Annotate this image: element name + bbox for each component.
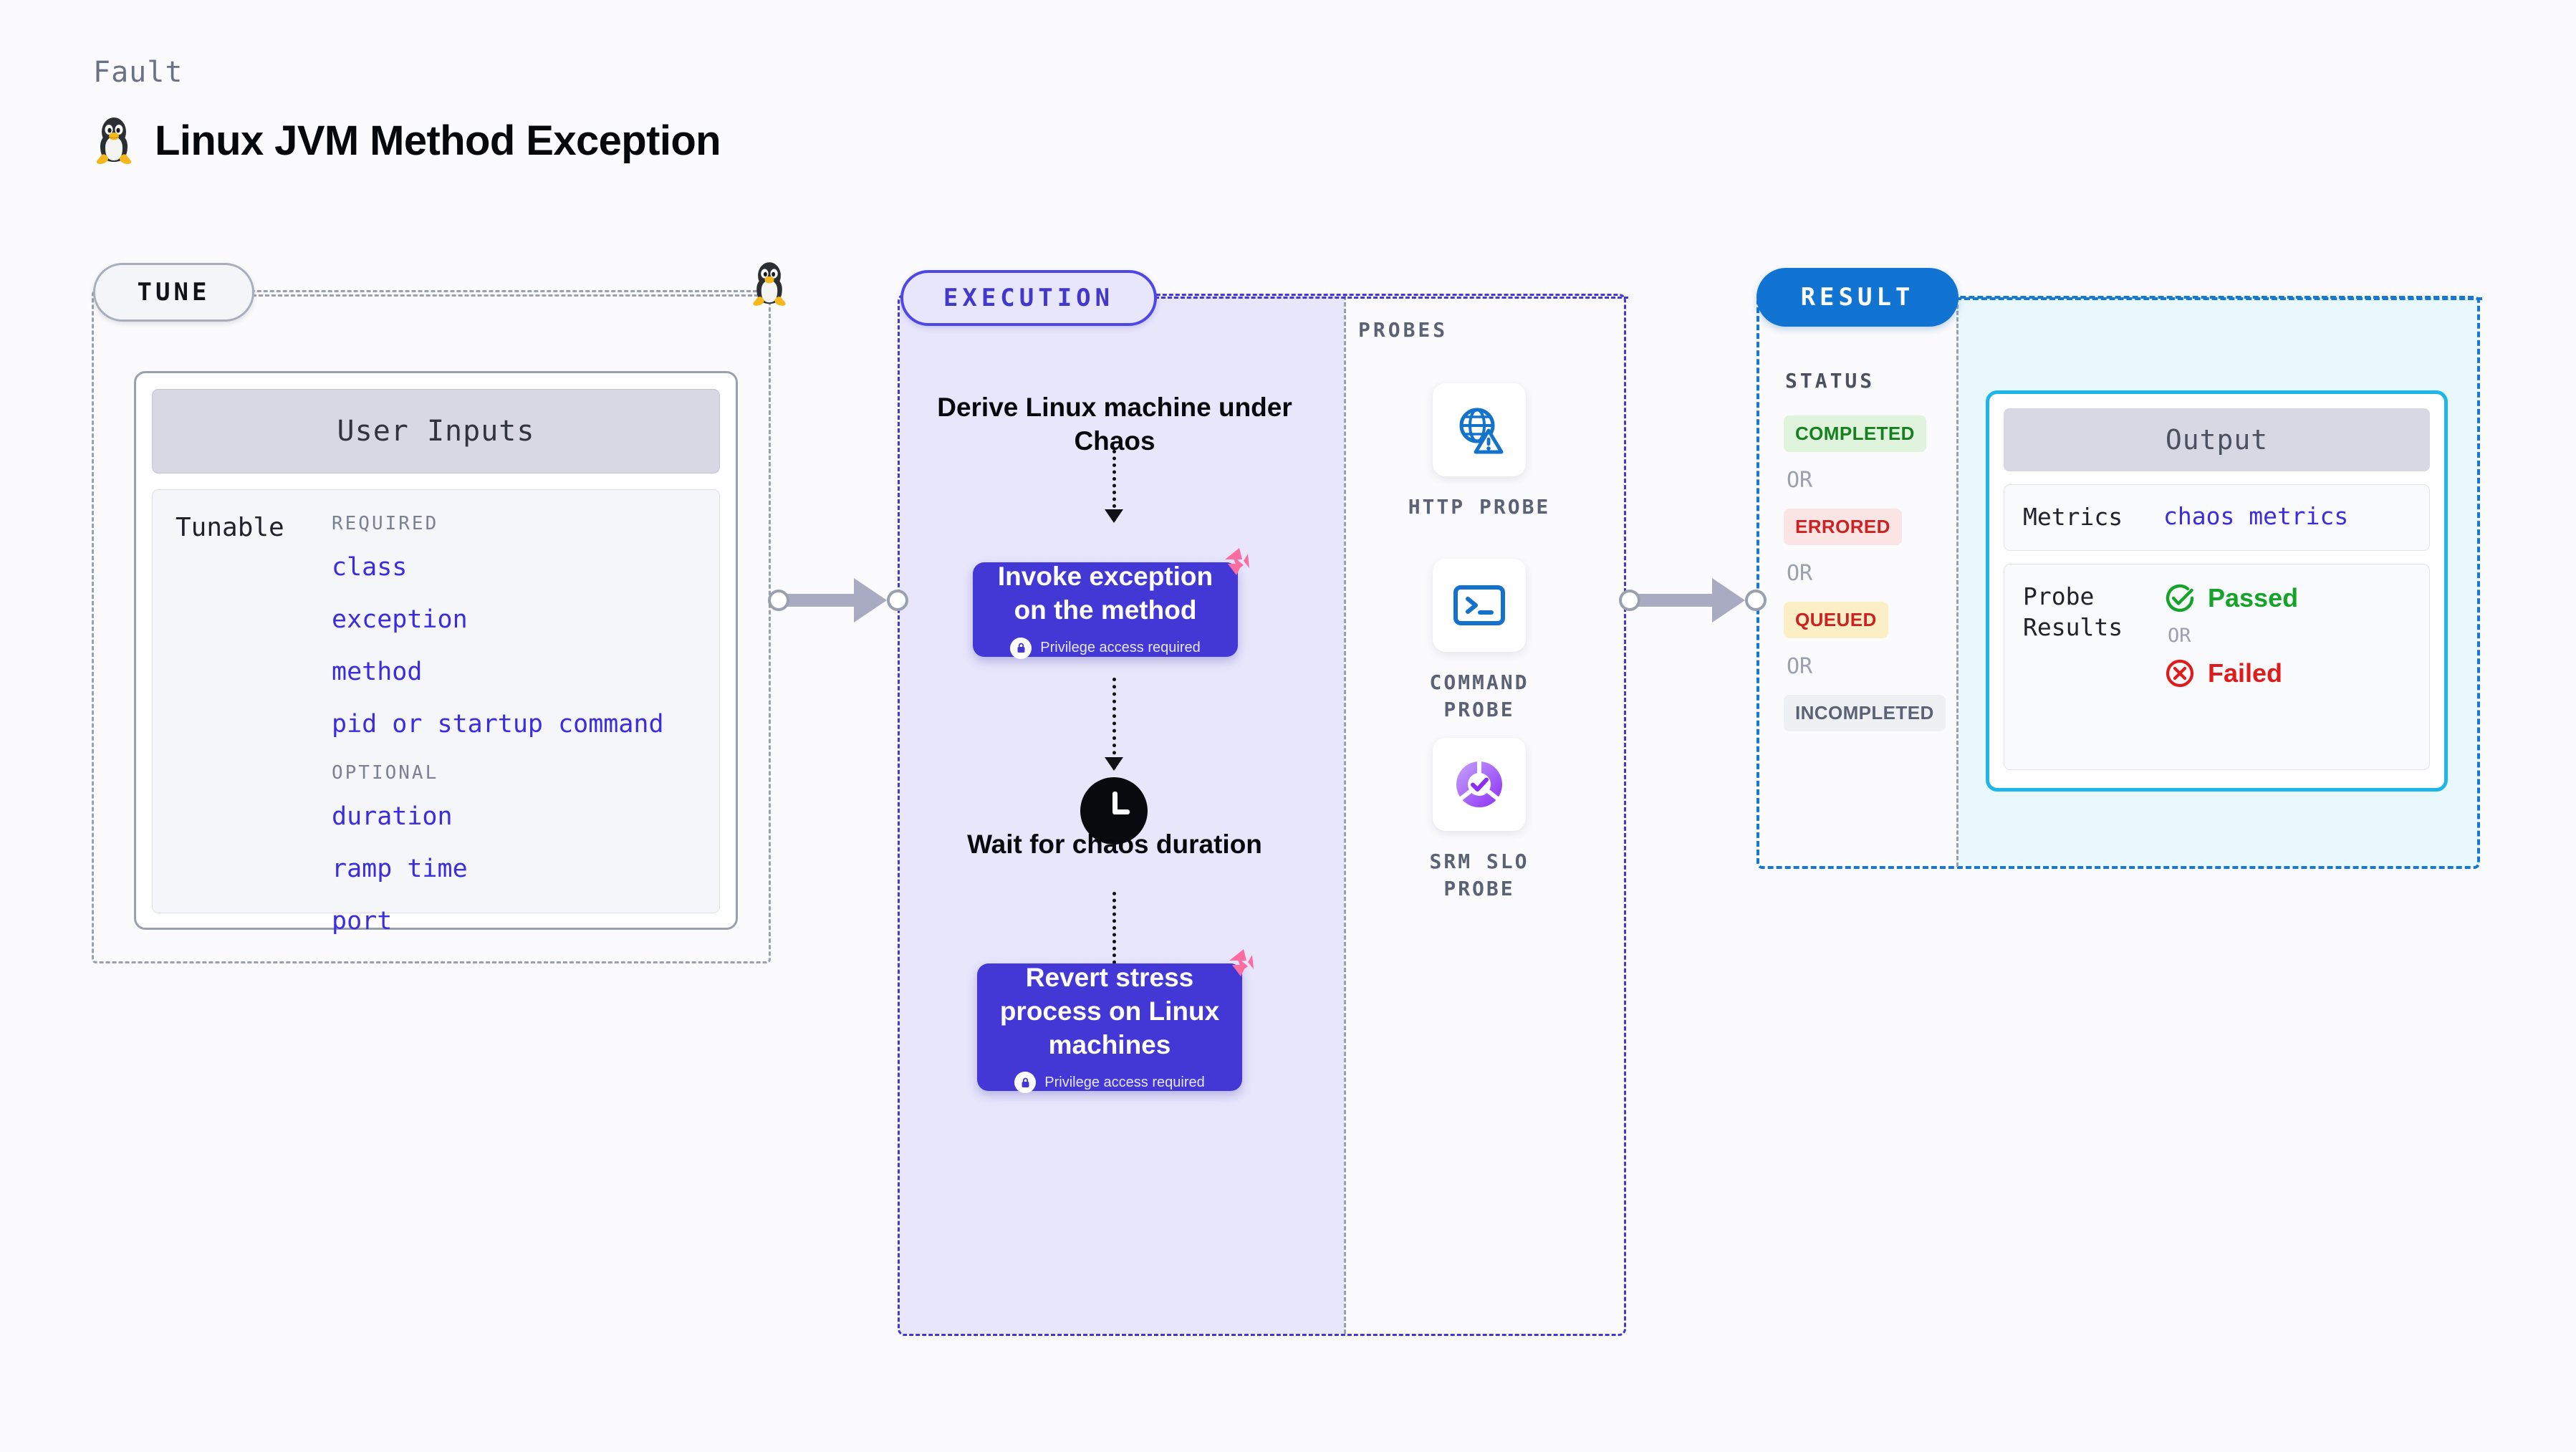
probes-divider	[1344, 296, 1346, 1334]
connector-execution-to-result	[1619, 578, 1767, 622]
tunable-section: Tunable REQUIRED class exception method …	[152, 489, 720, 936]
output-probe-results-row: Probe Results Passed OR Failed	[2004, 563, 2430, 770]
arrow-head-icon	[854, 578, 887, 622]
flow-arrow-icon	[1105, 450, 1123, 523]
slo-donut-check-icon	[1456, 761, 1502, 807]
probe-command[interactable]: COMMAND PROBE	[1397, 559, 1562, 723]
output-header: Output	[2004, 408, 2430, 471]
tunable-group-optional-title: OPTIONAL	[332, 762, 439, 784]
page-title-text: Linux JVM Method Exception	[155, 117, 721, 164]
globe-warning-icon	[1459, 408, 1504, 454]
execution-card-title: Revert stress process on Linux machines	[999, 962, 1220, 1059]
tunable-duration[interactable]: duration	[332, 802, 453, 831]
tunable-label: Tunable	[176, 513, 284, 542]
probe-result-or: OR	[2168, 624, 2191, 647]
result-status-divider	[1956, 298, 1959, 867]
privilege-note-text: Privilege access required	[1040, 640, 1201, 656]
probe-http[interactable]: HTTP PROBE	[1397, 383, 1562, 521]
tunable-port[interactable]: port	[332, 907, 393, 936]
execution-step-wait: Wait for chaos duration	[967, 830, 1262, 859]
status-badge-incompleted[interactable]: INCOMPLETED	[1784, 695, 1946, 731]
flow-arrow-icon	[1105, 678, 1123, 771]
lock-icon	[1010, 637, 1032, 659]
status-or: OR	[1787, 561, 1813, 586]
status-label: STATUS	[1785, 369, 1875, 393]
connector-bar	[787, 594, 859, 607]
status-badge-completed[interactable]: COMPLETED	[1784, 415, 1926, 452]
user-inputs-header: User Inputs	[152, 389, 720, 473]
probe-label: HTTP PROBE	[1408, 495, 1551, 519]
litmus-chaos-logo-icon	[1229, 949, 1254, 976]
status-badge-errored[interactable]: ERRORED	[1784, 509, 1902, 545]
connector-end-dot	[887, 590, 908, 611]
tune-top-dashed-line	[252, 294, 765, 297]
execution-step-invoke-exception[interactable]: Invoke exception on the method Privilege…	[973, 548, 1249, 659]
output-probe-key: Probe Results	[2023, 582, 2123, 641]
fault-kicker: Fault	[93, 56, 183, 89]
status-badge-queued[interactable]: QUEUED	[1784, 602, 1888, 638]
tune-pill[interactable]: TUNE	[93, 263, 254, 322]
linux-tux-penguin-icon	[96, 117, 132, 164]
privilege-note: Privilege access required	[1014, 1072, 1205, 1094]
check-circle-icon	[2166, 584, 2194, 612]
execution-pill[interactable]: EXECUTION	[900, 270, 1157, 326]
page-title: Linux JVM Method Exception	[92, 115, 721, 166]
probe-result-failed: Failed	[2163, 657, 2298, 690]
probe-label: SRM SLO PROBE	[1429, 850, 1529, 900]
probe-result-failed-label: Failed	[2208, 658, 2283, 688]
execution-step-derive: Derive Linux machine under Chaos	[937, 393, 1292, 456]
connector-end-dot	[1745, 590, 1767, 611]
execution-region	[898, 294, 1626, 1336]
output-metrics-row: Metrics chaos metrics	[2004, 484, 2430, 551]
execution-step-revert-stress[interactable]: Revert stress process on Linux machines …	[977, 949, 1254, 1094]
arrow-head-icon	[1712, 578, 1745, 622]
user-inputs-card: User Inputs Tunable REQUIRED class excep…	[134, 371, 738, 936]
terminal-icon	[1453, 585, 1505, 625]
probe-result-passed: Passed	[2163, 582, 2298, 615]
output-card: Output Metrics chaos metrics Probe Resul…	[1986, 390, 2448, 792]
output-metrics-key: Metrics	[2023, 503, 2123, 531]
probe-label: COMMAND PROBE	[1429, 670, 1529, 721]
status-list: COMPLETED OR ERRORED OR QUEUED OR INCOMP…	[1784, 415, 1948, 731]
execution-top-dashed-line	[1155, 297, 1628, 299]
probe-result-values: Passed OR Failed	[2163, 582, 2298, 690]
tunable-class[interactable]: class	[332, 553, 408, 582]
litmus-chaos-logo-icon	[1225, 548, 1249, 575]
probe-tile[interactable]	[1433, 559, 1526, 652]
execution-card-title: Invoke exception on the method	[997, 562, 1213, 625]
probe-tile[interactable]	[1433, 738, 1526, 831]
probe-srm-slo[interactable]: SRM SLO PROBE	[1397, 738, 1562, 903]
lock-icon	[1014, 1072, 1037, 1094]
connector-tune-to-execution	[768, 578, 908, 622]
probe-result-passed-label: Passed	[2208, 582, 2299, 612]
connector-start-dot	[1619, 590, 1640, 611]
result-pill[interactable]: RESULT	[1756, 268, 1959, 327]
tunable-exception[interactable]: exception	[332, 605, 468, 634]
tunable-pid-or-startup-command[interactable]: pid or startup command	[332, 710, 664, 739]
privilege-note-text: Privilege access required	[1044, 1074, 1205, 1090]
connector-start-dot	[768, 590, 789, 611]
output-metrics-value[interactable]: chaos metrics	[2163, 502, 2349, 530]
result-top-dashed-line	[1956, 297, 2482, 300]
clock-icon	[1080, 777, 1148, 845]
status-or: OR	[1787, 654, 1813, 679]
tunable-group-required-title: REQUIRED	[332, 513, 439, 534]
linux-tux-penguin-icon	[753, 262, 786, 306]
x-circle-icon	[2166, 659, 2194, 687]
tunable-method[interactable]: method	[332, 658, 423, 686]
probes-label: PROBES	[1358, 318, 1448, 342]
tune-region	[92, 290, 771, 963]
tunable-list: REQUIRED class exception method pid or s…	[332, 513, 719, 936]
probe-tile[interactable]	[1433, 383, 1526, 476]
connector-bar	[1638, 594, 1717, 607]
tunable-ramp-time[interactable]: ramp time	[332, 855, 468, 883]
status-or: OR	[1787, 468, 1813, 493]
privilege-note: Privilege access required	[1010, 637, 1201, 659]
